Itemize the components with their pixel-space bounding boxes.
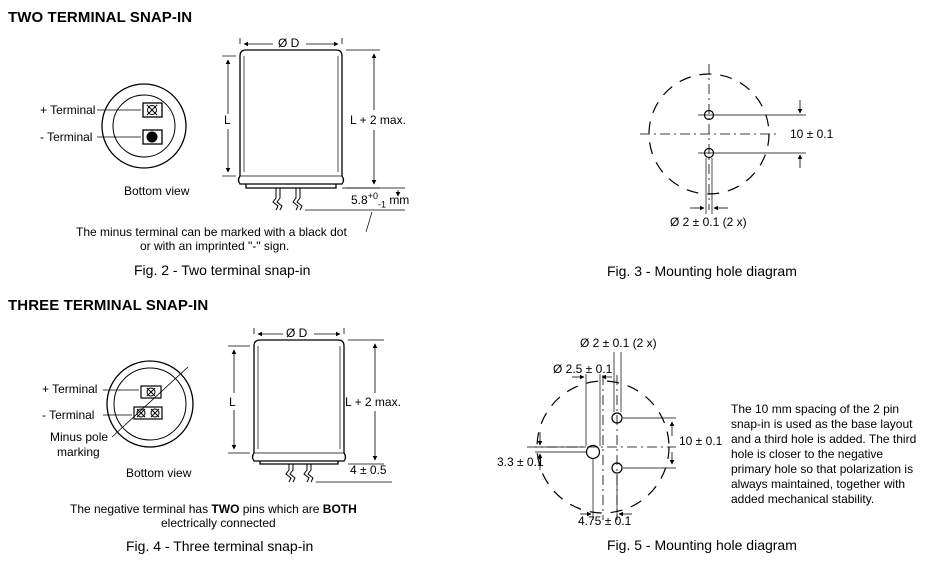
fig2-bottom-view-label: Bottom view [124, 184, 190, 198]
fig2-length-max-label: L + 2 max. [350, 113, 406, 127]
fig4-bottom-view-drawing [103, 360, 194, 448]
fig4-note-pre: The negative terminal has [70, 502, 212, 516]
fig4-note-mid: pins which are [239, 502, 323, 516]
fig4-note-line1: The negative terminal has TWO pins which… [70, 502, 357, 516]
fig4-note-bold-two: TWO [211, 502, 240, 516]
fig3-spacing-label: 10 ± 0.1 [790, 127, 834, 141]
fig2-note-line2: or with an imprinted "-" sign. [140, 239, 290, 253]
fig4-note-bold-both: BOTH [322, 502, 357, 516]
fig5-caption: Fig. 5 - Mounting hole diagram [607, 537, 797, 553]
fig2-pin-length-value: 5.8 [351, 193, 368, 207]
section-heading-two-terminal: TWO TERMINAL SNAP-IN [8, 9, 193, 26]
fig5-spacing-label: 10 ± 0.1 [679, 434, 723, 448]
fig5-mounting-hole-drawing [527, 352, 676, 520]
fig2-diameter-label: Ø D [278, 36, 300, 50]
fig2-length-label: L [224, 113, 231, 127]
fig4-length-label: L [229, 395, 236, 409]
fig4-pin-length-label: 4 ± 0.5 [350, 463, 387, 477]
fig2-caption: Fig. 2 - Two terminal snap-in [134, 262, 311, 278]
fig2-pin-tol-upper: +0 [367, 191, 378, 201]
fig2-bottom-view-drawing [97, 83, 187, 169]
fig4-side-view-drawing [228, 328, 392, 483]
fig5-note: The 10 mm spacing of the 2 pin snap-in i… [731, 402, 917, 506]
fig2-side-view-drawing [222, 38, 405, 233]
fig2-minus-terminal-label: - Terminal [40, 130, 93, 144]
fig4-length-max-label: L + 2 max. [345, 395, 401, 409]
fig2-pin-tol-lower: -1 [377, 199, 386, 210]
fig4-caption: Fig. 4 - Three terminal snap-in [126, 538, 314, 554]
section-heading-three-terminal: THREE TERMINAL SNAP-IN [8, 297, 209, 314]
fig4-minus-terminal-label: - Terminal [42, 408, 95, 422]
fig5-big-hole-label: Ø 2.5 ± 0.1 [553, 362, 613, 376]
fig2-pin-length-label: 5.8+0-1 mm [351, 191, 409, 209]
fig2-plus-terminal-label: + Terminal [40, 103, 96, 117]
fig5-offset-v-label: 3.3 ± 0.1 [497, 455, 544, 469]
fig3-mounting-hole-drawing [640, 64, 806, 214]
fig4-diameter-label: Ø D [286, 326, 308, 340]
fig5-offset-h-label: 4.75 ± 0.1 [578, 514, 632, 528]
fig3-hole-label: Ø 2 ± 0.1 (2 x) [670, 215, 747, 229]
fig4-bottom-view-label: Bottom view [126, 466, 192, 480]
fig4-minus-pole-label-line1: Minus pole [50, 430, 109, 444]
fig4-note-line2: electrically connected [161, 516, 276, 530]
fig2-note-line1: The minus terminal can be marked with a … [76, 225, 347, 239]
fig2-pin-unit: mm [389, 193, 410, 207]
fig5-hole-label: Ø 2 ± 0.1 (2 x) [580, 336, 657, 350]
fig4-minus-pole-label-line2: marking [57, 445, 100, 459]
fig3-caption: Fig. 3 - Mounting hole diagram [607, 263, 797, 279]
fig4-plus-terminal-label: + Terminal [42, 382, 98, 396]
